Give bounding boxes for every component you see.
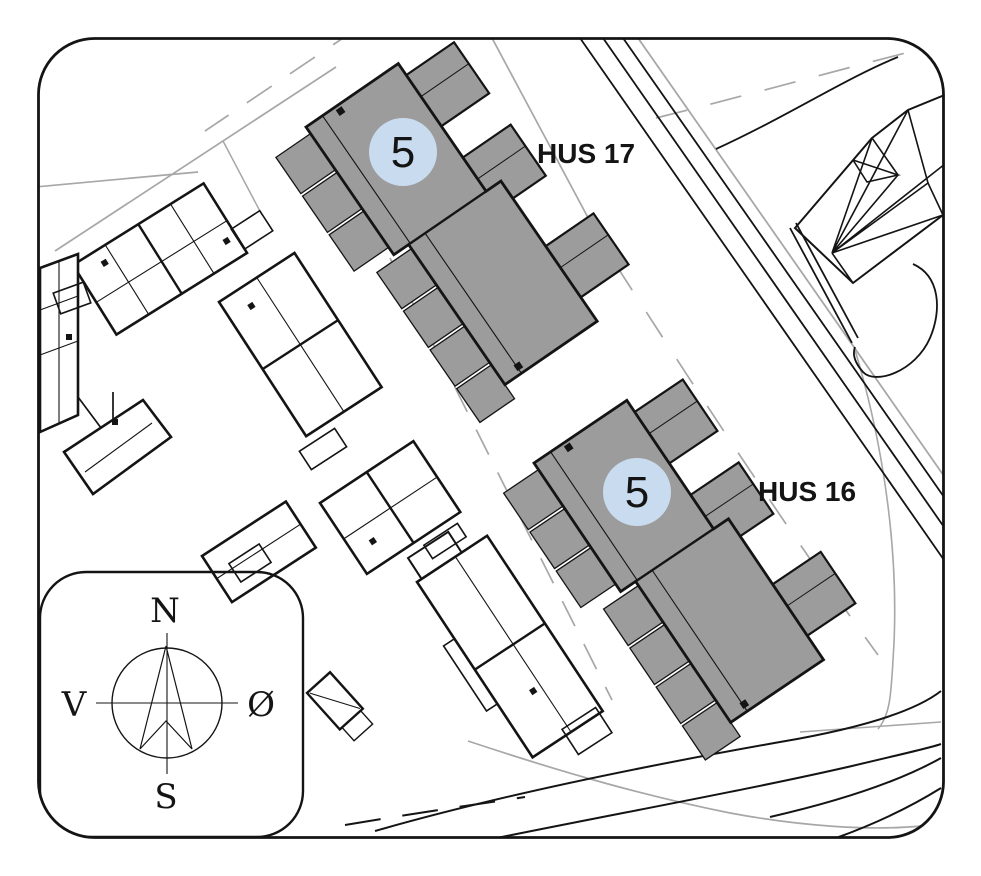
compass-north-label: N — [150, 591, 180, 631]
unit-count-hus17: 5 — [391, 128, 415, 177]
compass-south-label: S — [154, 777, 177, 817]
stair-hatches — [52, 209, 614, 756]
neighbor-building — [71, 181, 249, 337]
compass-rose: N S V Ø — [61, 591, 275, 817]
neighbor-building — [217, 251, 384, 438]
compass-west-label: V — [61, 685, 88, 725]
neighbor-building — [38, 252, 173, 496]
label-hus16: HUS 16 — [758, 476, 856, 507]
roof-structure — [789, 90, 944, 378]
neighbor-building — [318, 439, 463, 576]
road-lines — [344, 38, 944, 838]
map-border — [37, 37, 945, 839]
unit-count-hus16: 5 — [625, 468, 649, 517]
unit-badge-hus16[interactable]: 5 — [603, 458, 671, 526]
north-arrow-icon — [139, 645, 193, 750]
unit-badge-hus17[interactable]: 5 — [369, 118, 437, 186]
neighbor-building — [415, 533, 605, 760]
neighbor-building — [305, 670, 374, 742]
parcel-boundary-lines — [38, 38, 944, 829]
neighbor-buildings — [38, 181, 605, 760]
compass-east-label: Ø — [247, 685, 275, 725]
compass-box: N S V Ø — [38, 570, 305, 838]
label-hus17: HUS 17 — [537, 138, 635, 169]
